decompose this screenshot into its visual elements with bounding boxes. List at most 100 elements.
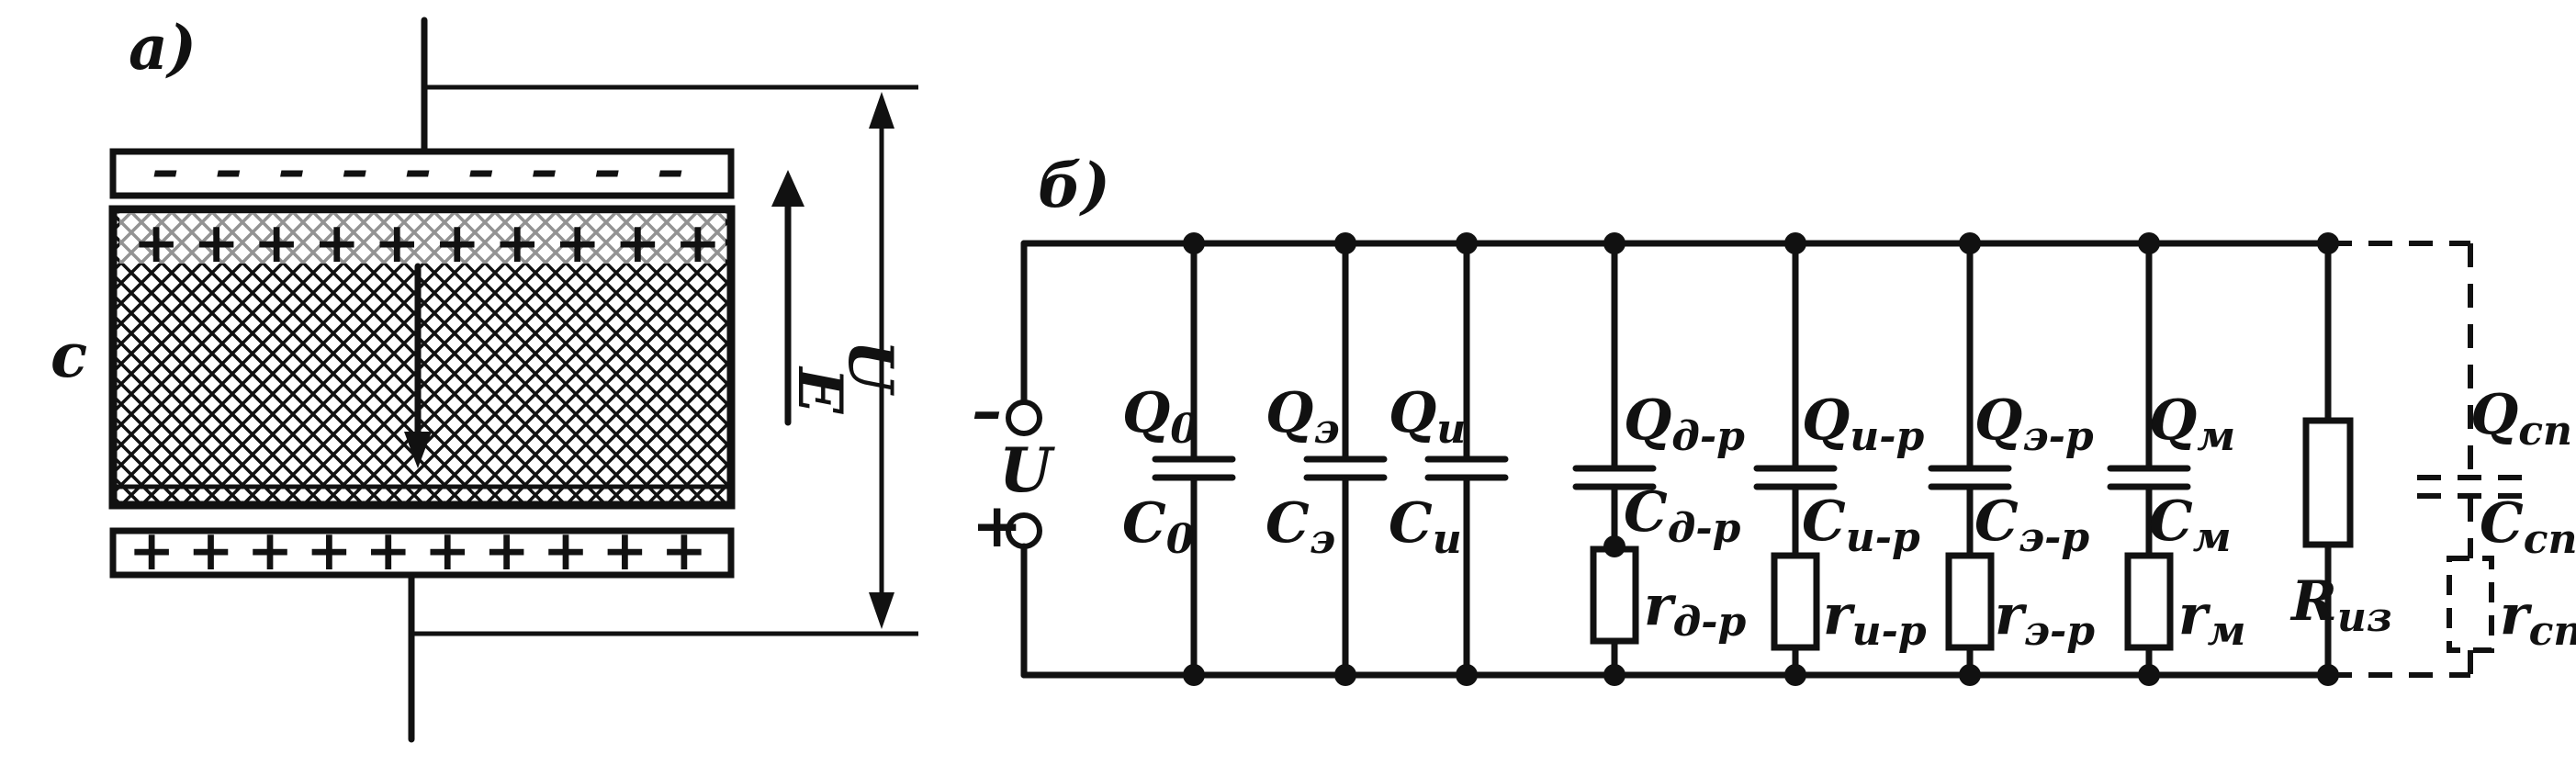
- branch-c0-c: C: [1122, 491, 1166, 556]
- source-terminal-minus[interactable]: [1006, 399, 1042, 436]
- source-plus-sign: +: [972, 489, 1022, 561]
- u-arrow-bottom: [869, 592, 894, 629]
- branch-cm-node-top: [2138, 232, 2160, 254]
- branch-csp-r: r: [2500, 583, 2533, 647]
- svg-text:Qи-р: Qи-р: [1802, 388, 1925, 460]
- svg-text:Cсп: Cсп: [2480, 491, 2576, 563]
- branch-ci-r: Qи-р Cи-р rи-р: [1753, 232, 1927, 686]
- svg-text:Cэ: Cэ: [1266, 491, 1335, 563]
- source-minus-sign: –: [972, 375, 1002, 446]
- branch-ce-node-top: [1334, 232, 1356, 254]
- branch-riz-r-sub: из: [2337, 594, 2392, 641]
- svg-text:Cи-р: Cи-р: [1802, 489, 1920, 561]
- branch-cm-node-bottom: [2138, 664, 2160, 686]
- svg-text:rд-р: rд-р: [1644, 574, 1746, 646]
- svg-text:rи-р: rи-р: [1823, 583, 1927, 655]
- branch-ce-r-q-sub: э-р: [2022, 413, 2094, 460]
- branch-c0-q-sub: 0: [1170, 406, 1198, 453]
- svg-text:Cэ-р: Cэ-р: [1974, 489, 2089, 561]
- branch-cd-r-r: r: [1644, 574, 1677, 638]
- voltage-source: – + U: [972, 240, 1055, 679]
- polarization-arrowhead: [404, 432, 432, 468]
- top-negative-charges: – – – – – – – – –: [152, 138, 684, 202]
- branch-c0-node-top: [1183, 232, 1205, 254]
- branch-riz-r: R: [2289, 569, 2337, 634]
- svg-text:Q0: Q0: [1122, 381, 1198, 453]
- branch-csp-q-sub: сп: [2518, 408, 2572, 455]
- branch-riz-resistor: [2302, 417, 2354, 548]
- branch-c0: Q0 C0: [1122, 232, 1236, 686]
- svg-text:rсп: rсп: [2500, 583, 2576, 655]
- branch-csp-resistor: [2447, 556, 2494, 653]
- branch-c0-q: Q: [1122, 381, 1170, 445]
- branch-csp-r-sub: сп: [2529, 608, 2576, 655]
- branch-cd-r-q: Q: [1624, 388, 1671, 453]
- branch-ce-r-q: Q: [1974, 388, 2022, 453]
- panel-a: а) – – – – – – – – – + + + + + + + + + +…: [51, 12, 918, 743]
- branch-cm-r: r: [2178, 583, 2211, 647]
- branch-cm-c: C: [2149, 489, 2193, 554]
- branch-c0-c-sub: 0: [1166, 516, 1195, 563]
- branch-ce-c: C: [1266, 491, 1310, 556]
- panel-a-label: а): [129, 12, 197, 84]
- branch-cm-q-sub: м: [2197, 413, 2235, 460]
- dielectric-positive-charges: + + + + + + + + + +: [133, 211, 721, 276]
- dielectric-top-band: [119, 213, 726, 264]
- branch-ce-q: Q: [1266, 381, 1313, 445]
- branch-ci-r-c: C: [1802, 489, 1846, 554]
- branch-ce-r: Qэ-р Cэ-р rэ-р: [1928, 232, 2095, 686]
- branch-cd-r-resistor: [1590, 546, 1639, 645]
- panel-b: б) – + U Q0 C0: [972, 150, 2576, 686]
- branch-ci-r-q: Q: [1802, 388, 1850, 453]
- branch-ce-r-resistor: [1945, 552, 1995, 651]
- branch-ce-node-bottom: [1334, 664, 1356, 686]
- branch-ci-r-resistor: [1771, 552, 1820, 651]
- branch-csp-c-sub: сп: [2524, 516, 2576, 563]
- branch-ci-c: C: [1389, 491, 1433, 556]
- branch-ci-r-c-sub: и-р: [1846, 514, 1920, 561]
- branch-ci-r-r: r: [1823, 583, 1856, 647]
- branch-cd-r-c: C: [1624, 480, 1668, 545]
- branch-riz-node-top: [2317, 232, 2339, 254]
- branch-ci-q: Q: [1389, 381, 1436, 445]
- source-label-u: U: [999, 434, 1055, 506]
- branch-cm: Qм Cм rм: [2107, 232, 2245, 686]
- branch-ci-node-bottom: [1456, 664, 1478, 686]
- svg-text:Qэ: Qэ: [1266, 381, 1340, 453]
- branch-cd-r-node-top: [1603, 232, 1625, 254]
- branch-ci-q-sub: и: [1436, 406, 1466, 453]
- svg-text:Cи: Cи: [1389, 491, 1462, 563]
- branch-ce-r-c: C: [1974, 489, 2019, 554]
- branch-ce-q-sub: э: [1313, 406, 1339, 453]
- svg-text:rэ-р: rэ-р: [1995, 583, 2095, 655]
- field-arrowhead: [771, 170, 804, 207]
- branch-cm-c-sub: м: [2193, 514, 2232, 561]
- branch-ci: Qи Cи: [1389, 232, 1509, 686]
- branch-cm-resistor: [2124, 552, 2174, 651]
- branch-cd-r-node-mid: [1603, 535, 1625, 557]
- svg-text:Cд-р: Cд-р: [1624, 480, 1741, 552]
- branch-cd-r-r-sub: д-р: [1673, 599, 1747, 646]
- branch-csp-c: C: [2480, 491, 2524, 556]
- bottom-positive-charges: + + + + + + + + + +: [129, 519, 707, 583]
- u-arrow-top: [869, 92, 894, 129]
- svg-text:rм: rм: [2178, 583, 2245, 655]
- svg-text:Qд-р: Qд-р: [1624, 388, 1745, 460]
- branch-ci-r-r-sub: и-р: [1852, 608, 1927, 655]
- svg-text:Rиз: Rиз: [2289, 569, 2392, 641]
- branch-cm-r-sub: м: [2208, 608, 2246, 655]
- svg-text:Qэ-р: Qэ-р: [1974, 388, 2094, 460]
- branch-ci-node-top: [1456, 232, 1478, 254]
- top-electrode: [109, 148, 735, 199]
- bottom-electrode: [109, 527, 735, 579]
- branch-ci-r-node-top: [1784, 232, 1806, 254]
- branch-ci-c-sub: и: [1433, 516, 1462, 563]
- branch-ci-r-q-sub: и-р: [1850, 413, 1924, 460]
- branch-ce-r-node-bottom: [1959, 664, 1981, 686]
- branch-ce-r-r-sub: э-р: [2024, 608, 2096, 655]
- branch-cd-r-node-bottom: [1603, 664, 1625, 686]
- field-label-e: Е: [784, 366, 856, 415]
- branch-csp-dashed: Qсп Cсп rсп: [2417, 243, 2576, 675]
- branch-ce-c-sub: э: [1310, 516, 1335, 563]
